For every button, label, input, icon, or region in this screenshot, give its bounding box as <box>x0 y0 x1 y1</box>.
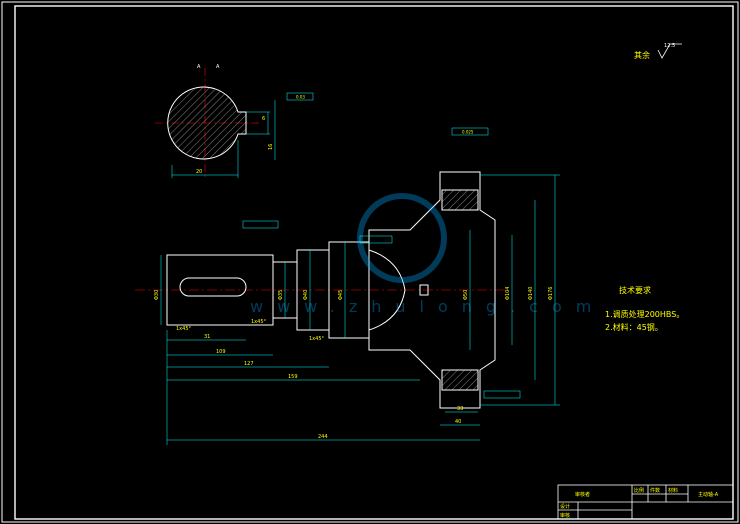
tolerance-value-2: 0.025 <box>462 130 474 135</box>
section-width-dim: 20 <box>196 169 202 175</box>
tb-reviewer: 审核 <box>560 512 570 519</box>
section-shaft-cut <box>167 86 247 160</box>
roughness-value: 12.5 <box>664 43 675 49</box>
watermark-url: www.zhulong.com <box>250 297 605 316</box>
center-hole <box>419 284 429 296</box>
tolerance-frame <box>451 127 489 136</box>
dim-d3: Φ40 <box>303 290 309 300</box>
dim-d4: Φ45 <box>338 290 344 300</box>
tb-part-name: 主动轴-A <box>698 491 719 498</box>
dim-l7: 33 <box>457 406 463 412</box>
tolerance-frames <box>242 127 521 399</box>
gear-tooth-hatch-bottom <box>441 369 479 391</box>
roughness-label: 其余 <box>634 50 650 60</box>
tolerance-frame <box>483 390 521 399</box>
tech-requirements: 技术要求 1.调质处理200HBS。 2.材料：45钢。 <box>605 285 684 332</box>
tb-checker: 审核者 <box>575 491 590 498</box>
dim-d2: Φ35 <box>278 290 284 300</box>
dim-d9: Φ176 <box>548 287 554 300</box>
chamfer-1: 1x45° <box>176 326 192 332</box>
tb-scale: 比例 <box>634 487 644 494</box>
gear-inner-curve <box>368 249 406 331</box>
tb-designer: 设计 <box>560 503 570 510</box>
tolerance-value: 0.03 <box>296 95 305 100</box>
tb-material: 材料 <box>668 487 678 494</box>
tech-item-2: 2.材料：45钢。 <box>605 322 663 332</box>
drawing-frame <box>14 5 734 520</box>
shaft-main-view <box>135 171 505 409</box>
section-label-right: A <box>216 64 220 70</box>
bevel-gear-body <box>368 171 496 409</box>
dim-d8: Φ140 <box>528 287 534 300</box>
watermark-logo <box>357 193 447 283</box>
section-keyway-dim: 6 <box>262 116 265 122</box>
title-block <box>557 484 734 520</box>
tech-title: 技术要求 <box>619 285 651 295</box>
dim-l3: 127 <box>244 361 254 367</box>
dim-d7: Φ104 <box>505 287 511 300</box>
roughness-note: 其余 12.5 <box>634 43 682 60</box>
gear-tooth-hatch-top <box>441 189 479 211</box>
dimension-texts: 31 109 127 159 244 40 33 Φ30 Φ35 Φ40 Φ45… <box>154 287 554 440</box>
tech-item-1: 1.调质处理200HBS。 <box>605 309 684 319</box>
section-view: A A 6 16 0.03 20 <box>155 64 314 180</box>
title-block-texts: 审核者 比例 件数 材料 主动轴-A 设计 审核 <box>560 487 719 519</box>
chamfer-3: 1x45° <box>309 336 325 342</box>
dim-l5: 244 <box>318 434 328 440</box>
dim-l2: 109 <box>216 349 226 355</box>
roughness-symbol <box>657 43 682 59</box>
tolerance-frame <box>286 92 314 101</box>
dimension-lines <box>160 174 560 445</box>
keyway-slot <box>179 277 247 297</box>
dim-d1: Φ30 <box>154 290 160 300</box>
dim-l1: 31 <box>204 334 210 340</box>
dim-l4: 159 <box>288 374 298 380</box>
tb-count: 件数 <box>650 487 660 494</box>
tolerance-frame <box>242 220 279 229</box>
dim-d6: Φ50 <box>463 290 469 300</box>
tolerance-frame <box>359 235 393 244</box>
section-side-dim: 16 <box>268 144 274 150</box>
section-label-left: A <box>197 64 201 70</box>
chamfer-2: 1x45° <box>251 319 267 325</box>
dim-l6: 40 <box>455 419 461 425</box>
